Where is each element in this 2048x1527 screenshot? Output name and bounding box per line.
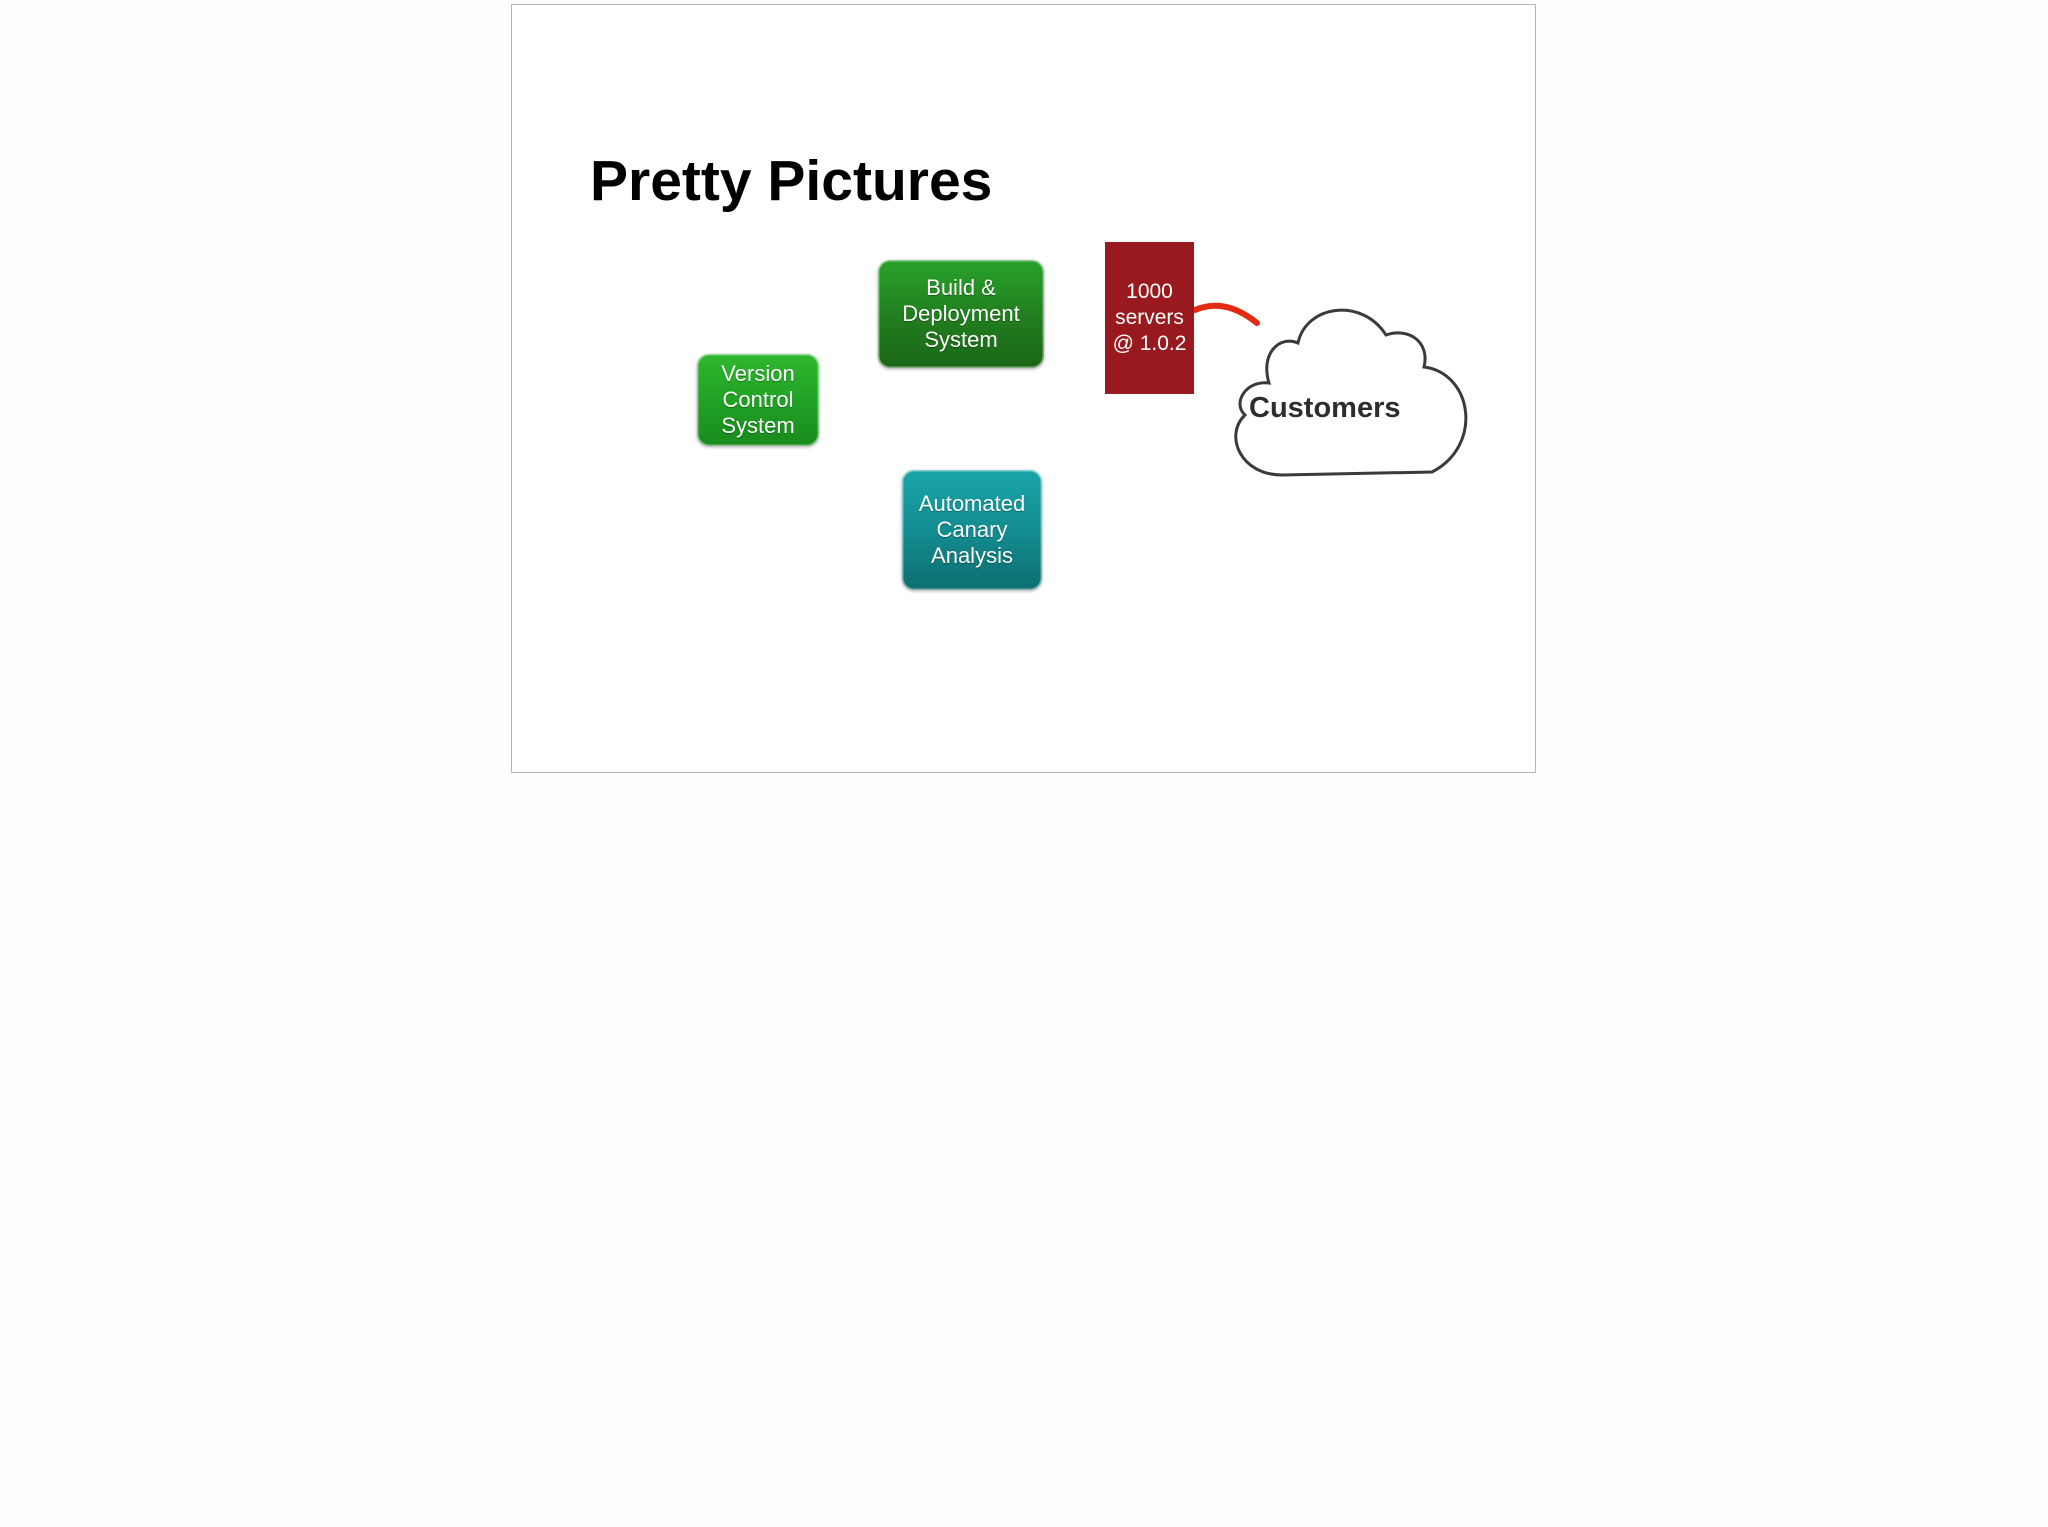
box-label-line: Canary — [936, 517, 1008, 542]
servers-to-customers-connector — [1192, 302, 1260, 326]
box-label-line: Control — [722, 387, 794, 412]
servers-label-line: servers — [1115, 306, 1184, 329]
servers-box: 1000 servers @ 1.0.2 — [1105, 242, 1194, 394]
box-label-line: System — [924, 327, 998, 352]
slide: Pretty Pictures Version Control System B… — [511, 4, 1536, 773]
slide-title: Pretty Pictures — [590, 149, 993, 213]
version-control-system-box: Version Control System — [697, 354, 819, 446]
build-deployment-system-box: Build & Deployment System — [878, 260, 1044, 368]
box-label-line: Deployment — [902, 301, 1020, 326]
box-label-line: System — [721, 413, 795, 438]
diagram-canvas — [1192, 302, 1468, 477]
box-label-line: Build & — [926, 275, 996, 300]
servers-label-line: 1000 — [1126, 280, 1173, 303]
automated-canary-analysis-box: Automated Canary Analysis — [902, 470, 1042, 590]
box-label-line: Version — [721, 361, 795, 386]
box-label-line: Analysis — [931, 543, 1013, 568]
box-label-line: Automated — [918, 491, 1026, 516]
servers-label-line: @ 1.0.2 — [1112, 332, 1187, 355]
customers-label: Customers — [1249, 392, 1401, 424]
